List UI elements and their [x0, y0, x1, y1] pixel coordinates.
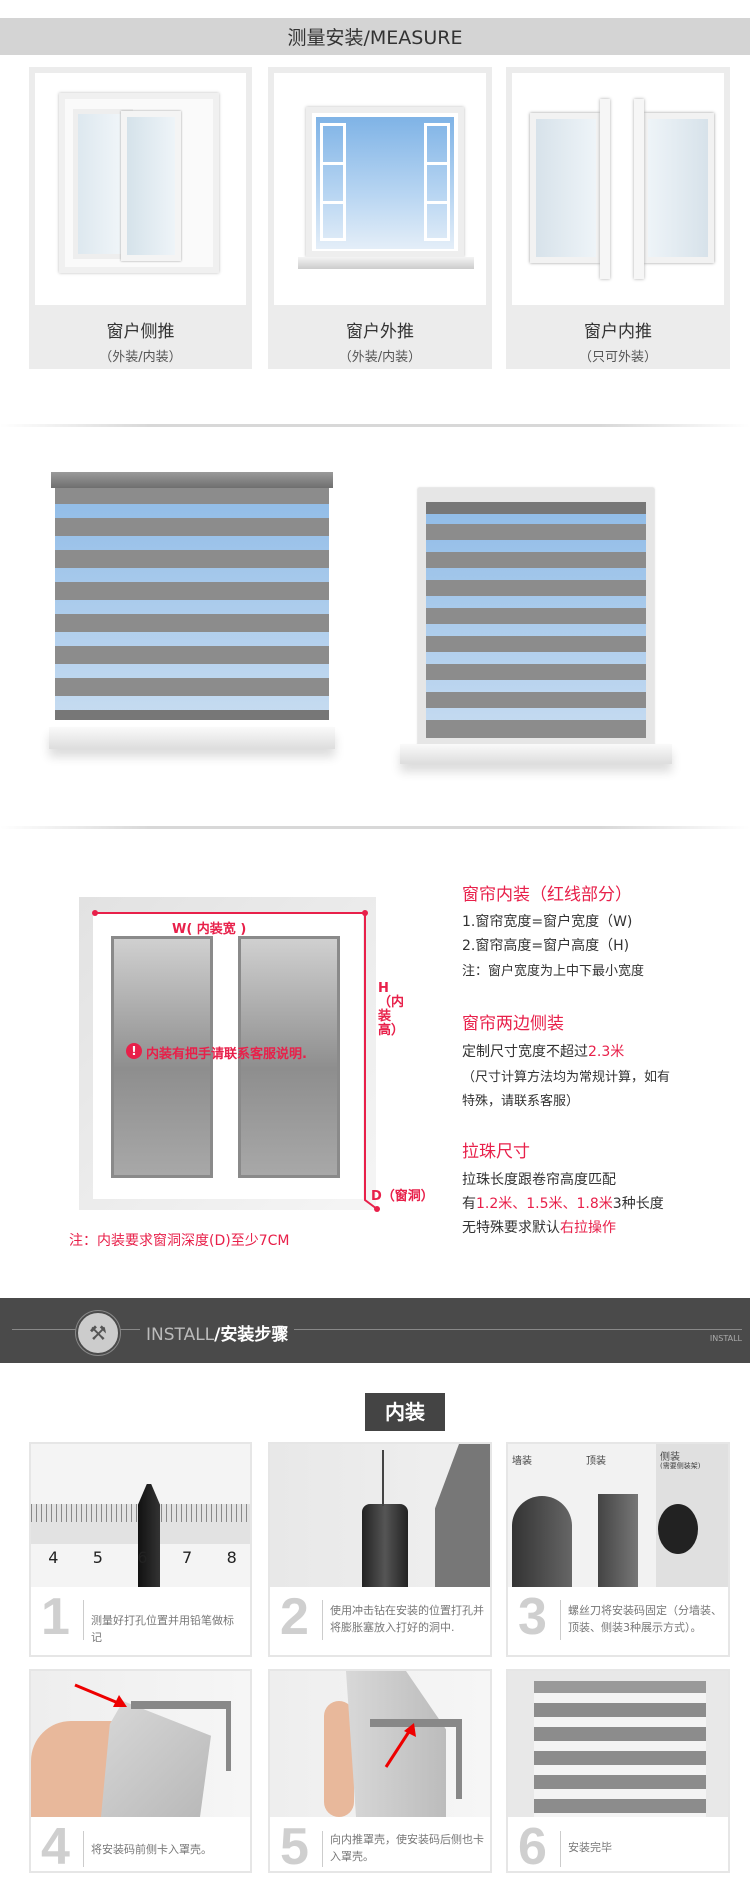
side-mount-label: 侧装	[660, 1452, 680, 1463]
outward-window-image	[274, 73, 486, 305]
step-1-image: 4 5 6 7 8	[31, 1444, 250, 1587]
default-side-text: 无特殊要求默认	[462, 1220, 560, 1236]
tools-icon: ⚒	[76, 1311, 120, 1355]
step-text: 使用冲击钻在安装的位置打孔并将膨胀塞放入打好的洞中.	[330, 1604, 484, 1634]
calc-note-1: （尺寸计算方法均为常规计算，如有	[462, 1070, 671, 1085]
card-title: 窗户外推	[346, 322, 414, 342]
divider	[0, 424, 750, 427]
top-mount-label: 顶装	[586, 1456, 606, 1467]
install-title-en: INSTALL	[146, 1325, 215, 1345]
red-arrow-icon	[384, 1723, 416, 1768]
card-subtitle: （只可外装）	[578, 350, 657, 365]
header-title: 测量安装/MEASURE	[287, 27, 463, 49]
install-title-cn: /安装步骤	[214, 1325, 289, 1345]
window-type-card-outward: 窗户外推 （外装/内装）	[268, 67, 492, 369]
depth-label: D（窗洞）	[371, 1189, 434, 1204]
step-text: 测量好打孔位置并用铅笔做标记	[91, 1614, 234, 1644]
card-subtitle: （外装/内装）	[338, 350, 422, 365]
blind-outside-mount-image	[49, 472, 335, 775]
max-width-text: 定制尺寸宽度不超过	[462, 1044, 588, 1060]
chain-length-text: 拉珠长度跟卷帘高度匹配	[462, 1172, 616, 1188]
side-mount-note: (需要侧装架)	[660, 1462, 701, 1470]
step-card-4: 4 将安装码前侧卡入罩壳。	[29, 1669, 252, 1876]
side-mount-title: 窗帘两边侧装	[462, 1014, 564, 1034]
chain-options-suffix: 3种长度	[612, 1196, 664, 1212]
default-side-value: 右拉操作	[560, 1220, 616, 1236]
step-6-image	[508, 1671, 728, 1817]
step-card-2: 2 使用冲击钻在安装的位置打孔并将膨胀塞放入打好的洞中.	[268, 1442, 492, 1657]
max-width-value: 2.3米	[588, 1044, 625, 1060]
step-3-image: 墙装 顶装 侧装 (需要侧装架)	[508, 1444, 728, 1587]
step-text: 螺丝刀将安装码固定（分墙装、顶装、侧装3种展示方式）。	[568, 1604, 722, 1634]
red-arrow-icon	[74, 1683, 127, 1707]
install-header-band: ⚒ INSTALL/安装步骤 INSTALL	[0, 1298, 750, 1363]
ruler-number: 7	[181, 1548, 193, 1567]
card-subtitle: （外装/内装）	[99, 350, 182, 365]
width-label: W( 内装宽 )	[172, 922, 247, 937]
step-number: 4	[41, 1818, 70, 1876]
step-text: 将安装码前侧卡入罩壳。	[91, 1843, 212, 1856]
wall-mount-label: 墙装	[512, 1456, 532, 1467]
step-card-1: 4 5 6 7 8 1 测量好打孔位置并用铅笔做标记	[29, 1442, 252, 1657]
chain-options: 1.2米、1.5米、1.8米	[476, 1196, 613, 1212]
step-number: 5	[280, 1818, 309, 1876]
step-text: 向内推罩壳，使安装码后侧也卡入罩壳。	[330, 1833, 484, 1863]
ruler-number: 8	[226, 1548, 237, 1567]
inside-mount-badge: 内装	[365, 1393, 445, 1431]
divider	[0, 826, 750, 829]
step-card-6: 6 安装完毕	[506, 1669, 730, 1876]
info-panel: 窗帘内装（红线部分） 1.窗帘宽度=窗户宽度（W) 2.窗帘高度=窗户高度（H)…	[462, 880, 670, 1237]
handle-warning: 内装有把手请联系客服说明.	[146, 1047, 307, 1062]
step-4-image	[31, 1671, 250, 1817]
chain-options-prefix: 有	[462, 1196, 476, 1212]
step-card-5: 5 向内推罩壳，使安装码后侧也卡入罩壳。	[268, 1669, 492, 1876]
ruler-number: 6	[137, 1548, 148, 1567]
inward-window-image	[512, 73, 724, 305]
card-title: 窗户内推	[584, 322, 652, 342]
section-header-measure: 测量安装/MEASURE	[0, 18, 750, 55]
width-note: 注：窗户宽度为上中下最小宽度	[462, 964, 645, 979]
calc-note-2: 特殊，请联系客服）	[462, 1094, 580, 1109]
window-type-card-sliding: 窗户侧推 （外装/内装）	[29, 67, 252, 369]
measurement-lines	[92, 910, 380, 1212]
width-rule: 1.窗帘宽度=窗户宽度（W)	[462, 914, 633, 930]
sliding-window-image	[35, 73, 246, 305]
step-number: 3	[518, 1588, 547, 1646]
ruler-number: 4	[48, 1548, 59, 1567]
window-type-card-inward: 窗户内推 （只可外装）	[506, 67, 730, 369]
step-number: 1	[41, 1588, 70, 1646]
step-text: 安装完毕	[568, 1841, 612, 1854]
height-rule: 2.窗帘高度=窗户高度（H)	[462, 938, 630, 954]
warning-icon: !	[126, 1043, 142, 1059]
height-label: H（内装高）	[378, 981, 405, 1038]
inside-mount-title: 窗帘内装（红线部分）	[462, 885, 632, 905]
install-label-small: INSTALL	[709, 1334, 742, 1343]
bead-chain-title: 拉珠尺寸	[462, 1142, 530, 1162]
step-5-image	[270, 1671, 490, 1817]
step-2-image	[270, 1444, 490, 1587]
card-title: 窗户侧推	[106, 322, 175, 342]
depth-note: 注：内装要求窗洞深度(D)至少7CM	[69, 1233, 290, 1249]
blind-inside-mount-image	[400, 488, 672, 775]
step-number: 2	[280, 1588, 309, 1646]
step-card-3: 墙装 顶装 侧装 (需要侧装架) 3 螺丝刀将安装码固定（分墙装、顶装、侧装3种…	[506, 1442, 730, 1657]
ruler-number: 5	[92, 1548, 103, 1567]
step-number: 6	[518, 1818, 547, 1876]
